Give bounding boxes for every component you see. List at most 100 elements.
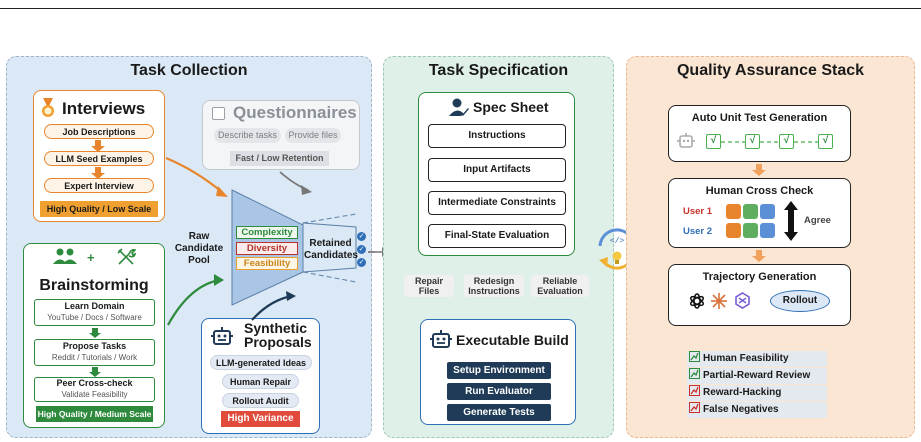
unit-test-card [668, 105, 851, 162]
synthetic-step-3: Rollout Audit [222, 393, 299, 408]
questionnaires-title: Questionnaires [233, 103, 357, 122]
arrow-down-icon [91, 167, 105, 179]
spec-sheet-title: Spec Sheet [473, 99, 549, 115]
legend-human-feasibility: Human Feasibility [687, 351, 827, 367]
brainstorm-step-3-title: Peer Cross-check [56, 378, 133, 388]
brainstorm-step-1-title: Learn Domain [64, 301, 125, 311]
exe-setup-environment: Setup Environment [447, 362, 551, 379]
trajectory-title: Trajectory Generation [702, 271, 817, 283]
feedback-repair-line1: Repair [414, 276, 443, 286]
feedback-reliable-line2: Evaluation [537, 286, 583, 296]
model-logo-icon [735, 292, 750, 309]
medal-icon [42, 98, 54, 117]
interview-step-3: Expert Interview [44, 178, 154, 193]
legend-label: Partial-Reward Review [703, 370, 811, 381]
double-arrow-icon [784, 201, 798, 241]
synthetic-step-2: Human Repair [222, 374, 299, 389]
retained-label-1: Retained [309, 238, 352, 249]
brainstorm-step-3 [34, 377, 155, 402]
raw-pool-label-3: Pool [188, 255, 210, 266]
plus-sign: + [87, 250, 95, 265]
interview-step-1: Job Descriptions [44, 124, 154, 139]
task-specification-title: Task Specification [428, 62, 569, 79]
rating-cell [743, 204, 758, 219]
interview-step-2: LLM Seed Examples [44, 151, 154, 166]
raw-pool-label-1: Raw [188, 231, 210, 242]
check-box-icon: √ [706, 134, 721, 149]
people-icon [53, 248, 77, 264]
rating-cell [743, 223, 758, 238]
check-box-icon: √ [818, 134, 833, 149]
cross-check-title: Human Cross Check [705, 185, 814, 197]
feedback-redesign-line2: Instructions [468, 286, 520, 296]
rating-cell [760, 204, 775, 219]
arrow-down-icon [89, 328, 101, 338]
exe-run-evaluator: Run Evaluator [447, 383, 551, 400]
rating-cell [760, 223, 775, 238]
openai-logo-icon [690, 293, 704, 309]
robot-icon [211, 327, 233, 345]
spec-item-final-state-evaluation: Final-State Evaluation [428, 224, 566, 248]
spec-item-input-artifacts: Input Artifacts [428, 158, 566, 182]
questionnaire-chip-2: Provide files [285, 128, 341, 143]
arrow-down-icon [752, 164, 766, 176]
legend-label: False Negatives [703, 404, 779, 415]
svg-text:</>: </> [610, 237, 625, 246]
rating-cell [726, 223, 741, 238]
chart-good-icon [689, 368, 700, 379]
check-box-icon: √ [779, 134, 794, 149]
filter-diversity: Diversity [236, 242, 298, 255]
tools-icon [117, 248, 136, 265]
user-2-label: User 2 [683, 226, 713, 237]
brainstorm-step-2 [34, 339, 155, 366]
check-box-icon: √ [745, 134, 760, 149]
synthetic-footer: High Variance [221, 411, 300, 427]
spec-item-intermediate-constraints: Intermediate Constraints [428, 191, 566, 215]
filter-complexity: Complexity [236, 226, 298, 239]
interviews-footer: High Quality / Low Scale [40, 201, 158, 217]
legend-partial-reward-review: Partial-Reward Review [687, 368, 827, 384]
brainstorming-title: Brainstorming [39, 277, 149, 294]
executable-build-title: Executable Build [456, 332, 569, 348]
robot-icon [430, 330, 452, 348]
chart-bad-icon [689, 385, 700, 396]
retained-label-2: Candidates [304, 250, 358, 261]
questionnaires-footer: Fast / Low Retention [230, 151, 329, 166]
arrow-down-icon [91, 140, 105, 152]
brainstorming-footer: High Quality / Medium Scale [36, 406, 153, 422]
rollout-badge: Rollout [770, 290, 830, 312]
brainstorm-step-2-sub: Reddit / Tutorials / Work [51, 353, 138, 362]
synthetic-title-2: Proposals [244, 334, 312, 350]
feedback-reliable-line1: Reliable [542, 276, 578, 286]
rating-cell [726, 204, 741, 219]
interviews-title: Interviews [62, 99, 146, 118]
feedback-redesign-line1: Redesign [473, 276, 515, 286]
arrow-down-icon [89, 367, 101, 377]
robot-icon [677, 133, 695, 148]
feedback-redesign-instructions: Redesign Instructions [464, 275, 524, 297]
anthropic-logo-icon [711, 293, 727, 309]
chart-bad-icon [689, 402, 700, 413]
cross-check-card [668, 178, 851, 248]
chart-good-icon [689, 351, 700, 362]
dashed-connector [721, 141, 818, 143]
synthetic-step-1: LLM-generated Ideas [210, 355, 312, 370]
agree-label: Agree [804, 215, 831, 226]
exe-generate-tests: Generate Tests [447, 404, 551, 421]
unit-test-title: Auto Unit Test Generation [691, 112, 828, 124]
user-1-label: User 1 [683, 206, 713, 217]
quality-assurance-title: Quality Assurance Stack [676, 62, 865, 79]
check-badge-icon: ✓ [357, 258, 366, 267]
funnel-diagram [165, 156, 375, 326]
filter-feasibility: Feasibility [236, 257, 298, 270]
check-badge-icon: ✓ [357, 245, 366, 254]
feedback-repair-line2: Files [418, 286, 440, 296]
questionnaire-chip-1: Describe tasks [214, 128, 281, 143]
checkbox-icon [212, 107, 225, 120]
arrow-down-icon [752, 250, 766, 262]
spec-item-instructions: Instructions [428, 124, 566, 148]
legend-label: Reward-Hacking [703, 387, 782, 398]
brainstorm-step-3-sub: Validate Feasibility [61, 390, 128, 399]
raw-pool-label-2: Candidate [174, 243, 224, 254]
task-collection-title: Task Collection [130, 62, 248, 79]
